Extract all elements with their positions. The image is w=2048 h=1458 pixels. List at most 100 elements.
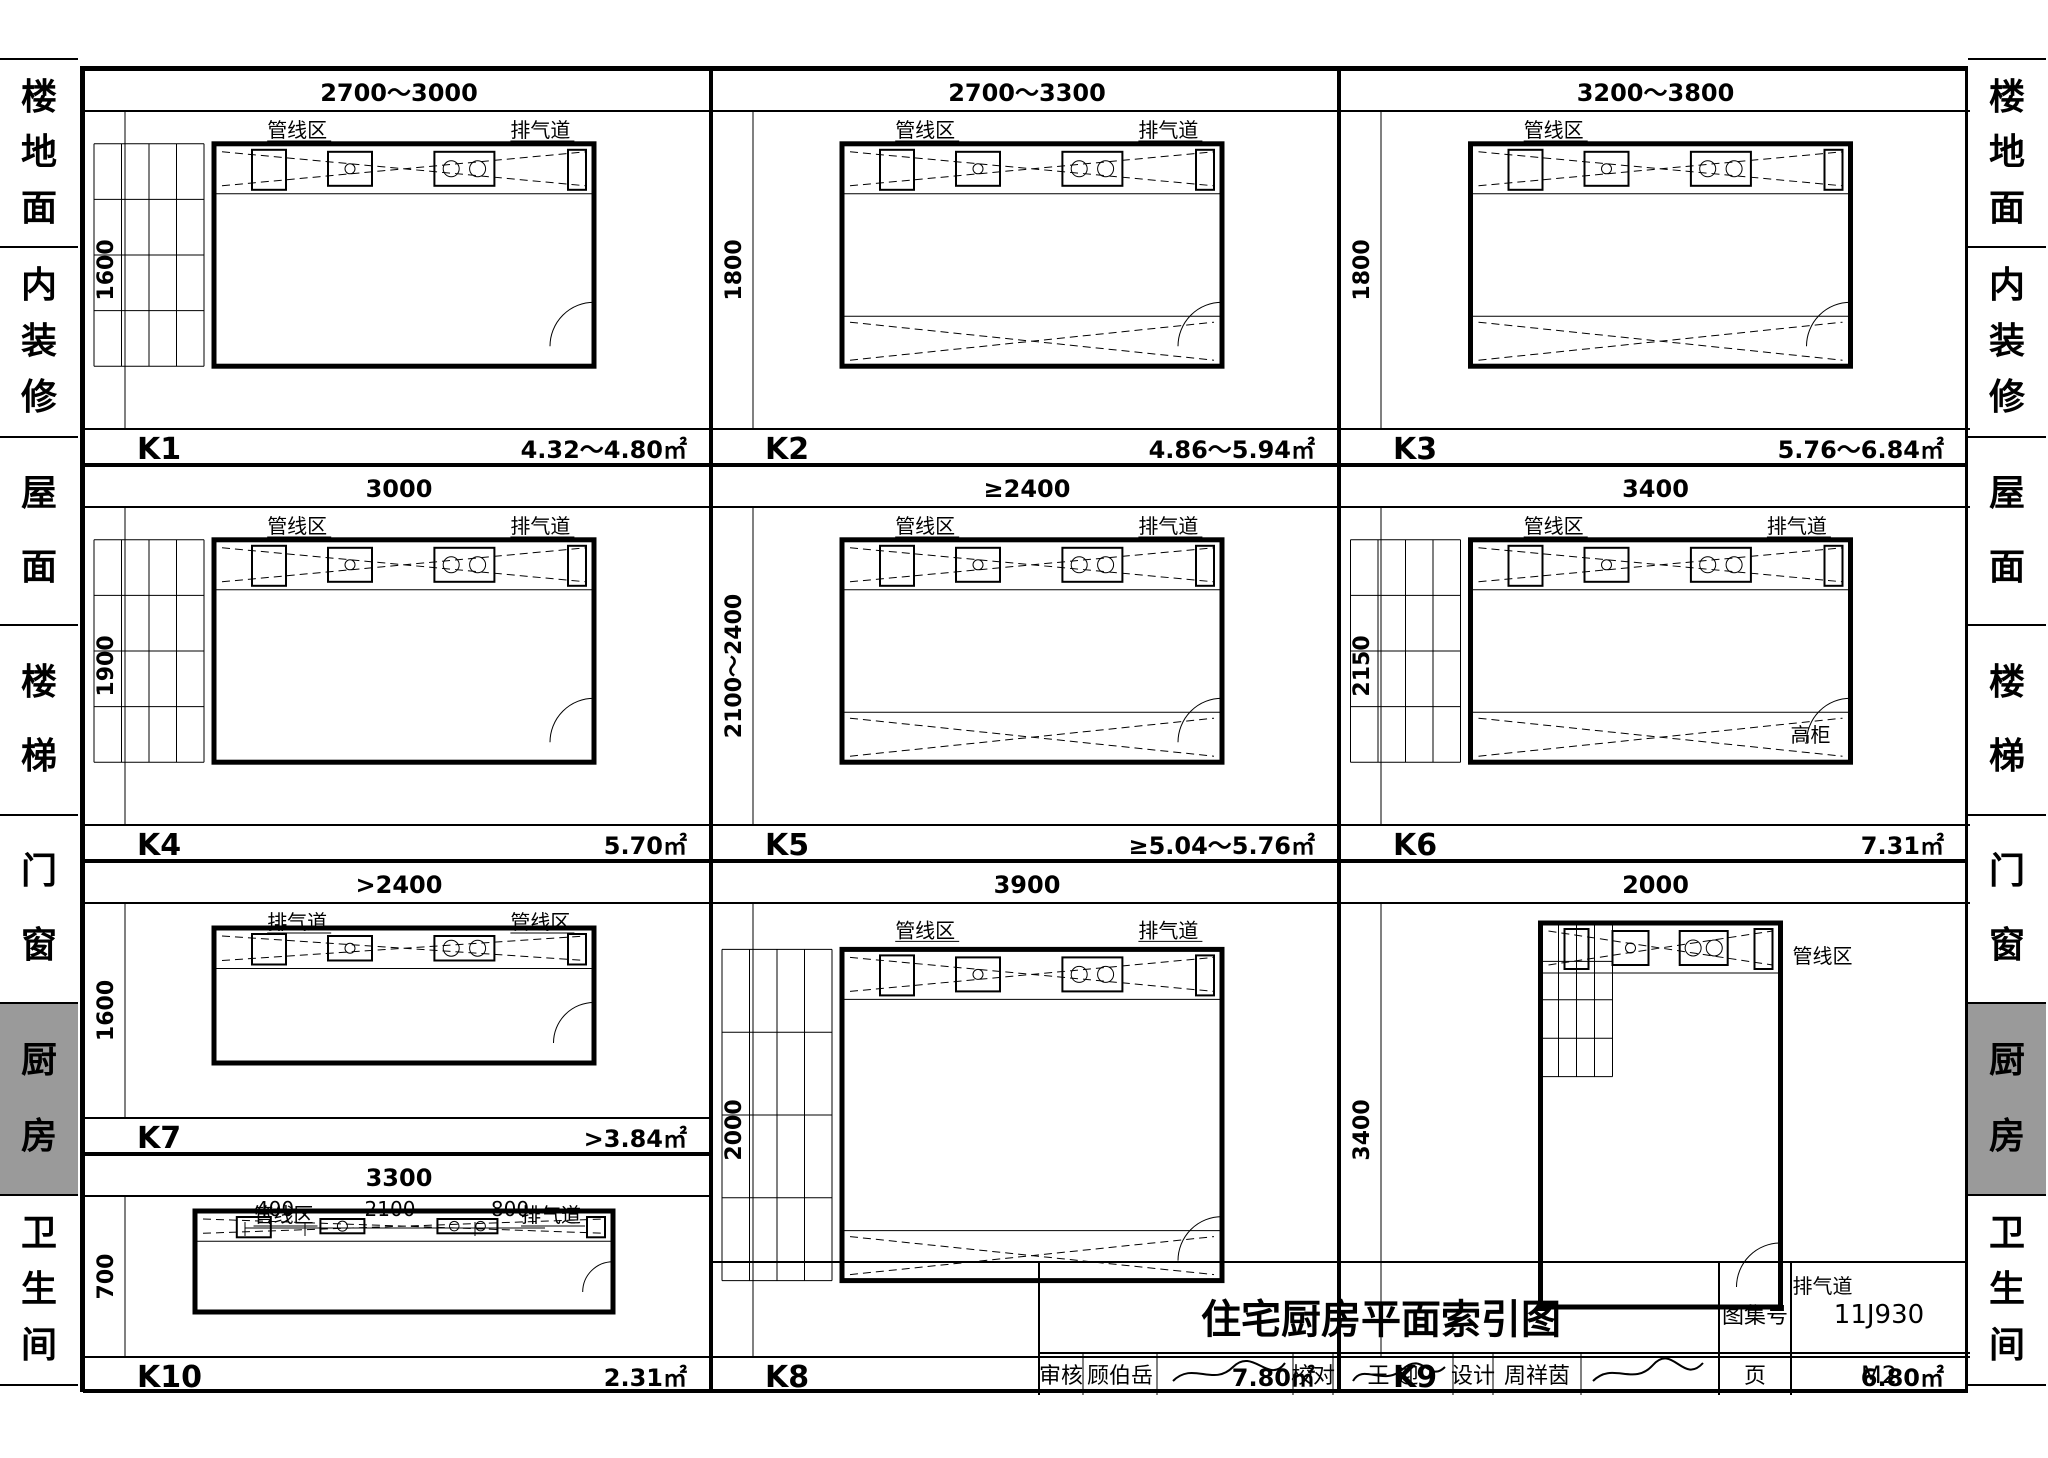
- plan-wall: [1468, 141, 1853, 369]
- sidebar-tab-char: 窗: [1988, 925, 2025, 966]
- plan-countertop: [1478, 151, 1843, 187]
- plan-code: K6: [1393, 828, 1437, 863]
- right-sidebar-tab-floor[interactable]: 楼地面: [1968, 58, 2046, 246]
- checker-signature: [1352, 1362, 1446, 1382]
- plan-area: 7.80㎡: [1232, 1364, 1315, 1392]
- plan-depth-dimension: 2000: [722, 1099, 747, 1160]
- plan-callout-label: 高柜: [1791, 723, 1831, 747]
- left-sidebar-tab-kitchen[interactable]: 厨房: [0, 1002, 78, 1194]
- plan-stove-burner: [448, 1220, 460, 1232]
- right-sidebar-tab-door[interactable]: 门窗: [1968, 814, 2046, 1002]
- plan-stove-burner: [1699, 160, 1717, 178]
- plan-exhaust-shaft: [567, 933, 587, 966]
- left-sidebar-tab-roof[interactable]: 屋面: [0, 436, 78, 624]
- plan-width-dimension: 2700～3300: [948, 79, 1106, 107]
- plan-exhaust-shaft: [1823, 544, 1844, 587]
- left-sidebar: 楼地面内装修屋面楼梯门窗厨房卫生间: [0, 58, 78, 1386]
- sidebar-tab-char: 面: [20, 547, 57, 588]
- plan-sink-drain: [344, 163, 356, 175]
- plan-depth-dimension: 3400: [1350, 1099, 1375, 1160]
- plan-door-swing: [1177, 301, 1223, 347]
- plan-callout-label: 排气道: [510, 514, 570, 538]
- right-sidebar-tab-roof[interactable]: 屋面: [1968, 436, 2046, 624]
- left-sidebar-tab-door[interactable]: 门窗: [0, 814, 78, 1002]
- plan-width-dimension: 3400: [1622, 475, 1689, 503]
- plan-pipe-zone: [251, 544, 287, 587]
- plan-countertop: [849, 547, 1215, 583]
- plan-pipe-zone: [251, 933, 287, 966]
- sidebar-tab-char: 房: [20, 1115, 57, 1157]
- plan-wall: [211, 141, 597, 369]
- plan-width-dimension: ≥2400: [984, 475, 1071, 503]
- left-sidebar-tab-interior[interactable]: 内装修: [0, 246, 78, 436]
- plan-wall: [1538, 920, 1783, 1310]
- designer-name: 周祥茵: [1504, 1364, 1570, 1389]
- plan-callout-label: 排气道: [521, 1203, 581, 1227]
- right-sidebar-tab-kitchen[interactable]: 厨房: [1968, 1002, 2046, 1194]
- plan-width-dimension: 3200～3800: [1577, 79, 1735, 107]
- plan-callout-label: 管线区: [254, 1203, 314, 1227]
- plan-geometry: [721, 946, 1225, 1284]
- plan-drawing: ≥24002100～2400K5≥5.04～5.76㎡管线区排气道: [713, 475, 1341, 863]
- plan-callout-label: 排气道: [510, 118, 570, 142]
- sidebar-tab-char: 面: [20, 187, 57, 229]
- plan-countertop: [849, 151, 1215, 187]
- plan-wall: [211, 925, 597, 1066]
- plan-stove-burner: [1070, 965, 1088, 983]
- right-sidebar-tab-stair[interactable]: 楼梯: [1968, 624, 2046, 814]
- plan-stove-burner: [442, 939, 460, 957]
- reviewer-name: 顾伯岳: [1087, 1364, 1153, 1389]
- plan-tiled-area: [1350, 539, 1461, 763]
- plan-sink: [955, 956, 1001, 993]
- plan-sink-drain: [1625, 942, 1636, 954]
- plan-sink-drain: [1601, 559, 1612, 571]
- left-sidebar-tab-floor[interactable]: 楼地面: [0, 58, 78, 246]
- plan-code: K7: [137, 1121, 181, 1156]
- reviewer-signature: [1172, 1360, 1286, 1382]
- right-sidebar-tab-interior[interactable]: 内装修: [1968, 246, 2046, 436]
- sidebar-tab-char: 地: [20, 132, 57, 173]
- plan-depth-dimension: 1800: [722, 239, 747, 300]
- plan-area: 6.80㎡: [1861, 1364, 1944, 1392]
- plan-callout-label: 排气道: [267, 910, 327, 934]
- plan-sink-drain: [344, 559, 356, 571]
- plan-stove-burner: [1725, 160, 1743, 178]
- plan-drawing: >24001600K7>3.84㎡排气道管线区: [85, 871, 713, 1156]
- plan-pipe-zone: [235, 1216, 272, 1239]
- page-number: M2: [1861, 1361, 1897, 1389]
- plan-wall: [211, 537, 597, 765]
- sidebar-tab-char: 屋: [20, 473, 57, 514]
- sidebar-tab-char: 间: [1988, 1325, 2025, 1366]
- plan-stove: [1061, 546, 1124, 583]
- plan-stove-burner: [1684, 939, 1702, 957]
- left-sidebar-tab-stair[interactable]: 楼梯: [0, 624, 78, 814]
- plan-sink: [327, 546, 373, 583]
- reviewer-label: 审核: [1039, 1364, 1083, 1389]
- right-sidebar: 楼地面内装修屋面楼梯门窗厨房卫生间: [1968, 58, 2046, 1386]
- plan-callout-label: 排气道: [1767, 514, 1827, 538]
- plan-callout-label: 排气道: [1793, 1274, 1853, 1298]
- left-sidebar-tab-bath[interactable]: 卫生间: [0, 1194, 78, 1386]
- plan-exhaust-shaft: [1753, 928, 1774, 970]
- plan-depth-dimension: 1900: [94, 635, 119, 696]
- plan-width-dimension: 2000: [1622, 871, 1689, 899]
- plan-code: K5: [765, 828, 809, 863]
- plan-countertop: [221, 935, 587, 961]
- plan-door-swing: [582, 1261, 614, 1293]
- right-sidebar-tab-bath[interactable]: 卫生间: [1968, 1194, 2046, 1386]
- plan-depth-dimension: 1600: [94, 980, 119, 1041]
- plan-sink-drain: [344, 942, 356, 954]
- plan-geometry: [192, 1208, 616, 1315]
- page-label: 页: [1744, 1364, 1766, 1389]
- sidebar-tab-char: 屋: [1988, 473, 2025, 514]
